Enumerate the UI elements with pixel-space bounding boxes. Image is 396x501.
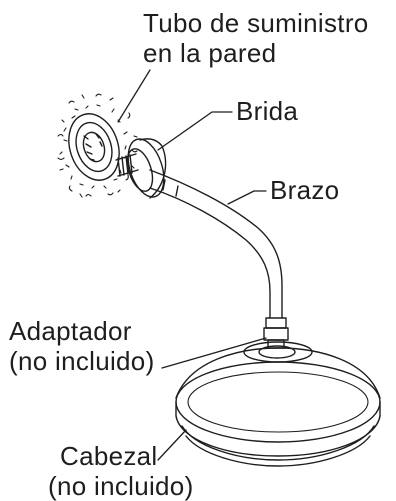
leader-head xyxy=(157,429,187,461)
label-shower-head-line2: (no incluido) xyxy=(48,471,194,501)
label-shower-head: Cabezal (no incluido) xyxy=(48,441,194,501)
wall-texture xyxy=(57,93,138,198)
label-shower-head-line1: Cabezal xyxy=(60,441,158,471)
wall-supply-pipe xyxy=(57,93,138,198)
label-wall-supply-pipe-line1: Tubo de suministro xyxy=(143,8,369,38)
label-arm: Brazo xyxy=(270,175,340,205)
leader-adapter xyxy=(161,337,267,369)
label-flange: Brida xyxy=(236,96,299,126)
shower-head xyxy=(175,341,381,467)
leader-arm xyxy=(227,190,267,205)
label-wall-supply-pipe-line2: en la pared xyxy=(143,38,277,68)
arm xyxy=(149,169,283,319)
leader-lines xyxy=(117,69,267,461)
label-adapter-line1: Adaptador xyxy=(9,316,132,346)
label-wall-supply-pipe: Tubo de suministro en la pared xyxy=(143,8,369,68)
adapter xyxy=(258,317,296,359)
label-adapter-line2: (no incluido) xyxy=(9,346,155,376)
leader-supply xyxy=(117,69,151,123)
flange xyxy=(115,138,167,199)
label-adapter: Adaptador (no incluido) xyxy=(9,316,155,376)
leader-flange xyxy=(157,111,233,151)
